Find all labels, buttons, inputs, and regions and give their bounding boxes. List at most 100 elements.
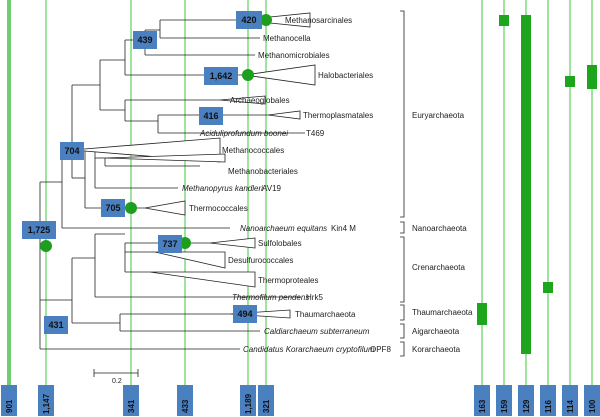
clade-triangle-thaumarchaeota bbox=[229, 309, 291, 319]
axis-count-1189: 1,189 bbox=[244, 393, 253, 414]
scale-bar: 0.2 bbox=[93, 369, 139, 385]
group-nanoarchaeota: Nanoarchaeota bbox=[412, 224, 467, 233]
node-count-737: 737 bbox=[162, 239, 177, 249]
axis-count-boxes: 901 1,147 341 433 1,189 321 163 159 129 … bbox=[1, 385, 600, 416]
taxon-sulfolobales: Sulfolobales bbox=[258, 239, 302, 248]
taxon-thaumarchaeota: Thaumarchaeota bbox=[295, 310, 356, 319]
bracket-nanoarchaeota bbox=[400, 221, 405, 234]
axis-box-433 bbox=[177, 385, 193, 416]
axis-box-114 bbox=[562, 385, 578, 416]
node-box-737 bbox=[158, 235, 182, 253]
axis-box-159 bbox=[496, 385, 512, 416]
node-dot-420 bbox=[260, 14, 272, 26]
bracket-euryarchaeota bbox=[400, 10, 405, 218]
bracket-korarchaeota bbox=[400, 341, 405, 357]
taxon-thermofilum-strain: Hrk5 bbox=[306, 293, 323, 302]
node-count-704: 704 bbox=[64, 146, 79, 156]
node-dots bbox=[40, 14, 272, 252]
axis-count-433: 433 bbox=[181, 399, 190, 413]
taxon-methanocella: Methanocella bbox=[263, 34, 311, 43]
taxon-archaeoglobales: Archaeoglobales bbox=[230, 96, 290, 105]
axis-count-116: 116 bbox=[544, 400, 553, 413]
taxon-desulfurococcales: Desulfurococcales bbox=[228, 256, 293, 265]
clade-triangle-thermococcales bbox=[144, 200, 186, 216]
taxon-aciduliprofundum: Aciduliprofundum boonei bbox=[199, 129, 288, 138]
bar-114 bbox=[565, 76, 575, 87]
node-box-705 bbox=[101, 199, 125, 217]
node-count-431: 431 bbox=[48, 320, 63, 330]
marker-lines bbox=[7, 0, 593, 385]
node-dot-1642 bbox=[242, 69, 254, 81]
axis-count-901: 901 bbox=[5, 399, 14, 413]
group-korarchaeota: Korarchaeota bbox=[412, 345, 461, 354]
scale-bar-label: 0.2 bbox=[112, 378, 122, 385]
node-count-boxes: 420 439 1,642 416 704 705 1,725 737 494 … bbox=[22, 11, 262, 334]
bar-159 bbox=[499, 15, 509, 26]
node-dot-705 bbox=[125, 202, 137, 214]
taxon-thermofilum: Thermofilum pendens bbox=[232, 293, 309, 302]
taxon-korarchaeum: Candidatus Korarchaeum cryptofilum bbox=[243, 345, 375, 354]
axis-count-100: 100 bbox=[588, 399, 597, 413]
taxon-methanopyrus-strain: AV19 bbox=[262, 184, 282, 193]
clade-triangle-thermoproteales bbox=[149, 271, 256, 288]
taxon-thermoplasmatales: Thermoplasmatales bbox=[303, 111, 373, 120]
axis-box-1189 bbox=[240, 385, 256, 416]
taxon-caldiarchaeum: Caldiarchaeum subterraneum bbox=[264, 327, 370, 336]
group-labels: Euryarchaeota Nanoarchaeota Crenarchaeot… bbox=[412, 111, 473, 354]
axis-box-163 bbox=[474, 385, 490, 416]
node-box-704 bbox=[60, 142, 84, 160]
axis-box-1147 bbox=[38, 385, 54, 416]
clade-triangle-archaeoglobales bbox=[219, 95, 266, 105]
clade-triangle-halobacteriales bbox=[244, 64, 316, 86]
taxon-methanomicrobiales: Methanomicrobiales bbox=[258, 51, 330, 60]
taxon-methanococcales: Methanococcales bbox=[222, 146, 284, 155]
bracket-crenarchaeota bbox=[400, 236, 405, 303]
axis-count-321: 321 bbox=[262, 399, 271, 413]
node-count-494: 494 bbox=[237, 309, 252, 319]
node-count-420: 420 bbox=[241, 15, 256, 25]
bracket-thaumarchaeota bbox=[400, 304, 405, 321]
bar-116 bbox=[543, 282, 553, 293]
axis-box-129 bbox=[518, 385, 534, 416]
taxon-nanoarchaeum-strain: Kin4 M bbox=[331, 224, 356, 233]
node-count-1642: 1,642 bbox=[210, 71, 233, 81]
taxon-nanoarchaeum: Nanoarchaeum equitans bbox=[240, 224, 327, 233]
axis-count-114: 114 bbox=[566, 400, 575, 413]
axis-count-163: 163 bbox=[478, 399, 487, 413]
group-thaumarchaeota: Thaumarchaeota bbox=[412, 308, 473, 317]
bar-163 bbox=[477, 303, 487, 325]
group-euryarchaeota: Euryarchaeota bbox=[412, 111, 465, 120]
clade-triangle-desulfurococcales bbox=[154, 251, 226, 269]
group-crenarchaeota: Crenarchaeota bbox=[412, 263, 465, 272]
presence-bars bbox=[477, 15, 597, 354]
taxon-thermoproteales: Thermoproteales bbox=[258, 276, 318, 285]
clade-triangle-thermoplasmatales bbox=[267, 110, 301, 120]
taxon-korarchaeum-strain: OPF8 bbox=[370, 345, 391, 354]
taxon-methanosarcinales: Methanosarcinales bbox=[285, 16, 352, 25]
clade-triangle-methanosarcinales bbox=[239, 12, 311, 28]
group-brackets bbox=[400, 10, 405, 357]
taxon-aciduliprofundum-strain: T469 bbox=[306, 129, 325, 138]
taxon-thermococcales: Thermococcales bbox=[189, 204, 248, 213]
node-box-431 bbox=[44, 316, 68, 334]
axis-box-321 bbox=[258, 385, 274, 416]
bar-100 bbox=[587, 65, 597, 89]
axis-box-116 bbox=[540, 385, 556, 416]
axis-count-341: 341 bbox=[127, 399, 136, 413]
node-box-1725 bbox=[22, 221, 56, 239]
node-dot-1725 bbox=[40, 240, 52, 252]
node-box-494 bbox=[233, 305, 257, 323]
bar-129 bbox=[521, 15, 531, 354]
axis-box-341 bbox=[123, 385, 139, 416]
node-count-705: 705 bbox=[105, 203, 120, 213]
node-count-1725: 1,725 bbox=[28, 225, 51, 235]
node-box-420 bbox=[236, 11, 262, 29]
node-box-439 bbox=[133, 31, 157, 49]
node-box-1642 bbox=[204, 67, 238, 85]
group-aigarchaeota: Aigarchaeota bbox=[412, 327, 460, 336]
node-count-416: 416 bbox=[203, 111, 218, 121]
taxon-methanopyrus: Methanopyrus kandleri bbox=[182, 184, 263, 193]
axis-box-901 bbox=[1, 385, 17, 416]
